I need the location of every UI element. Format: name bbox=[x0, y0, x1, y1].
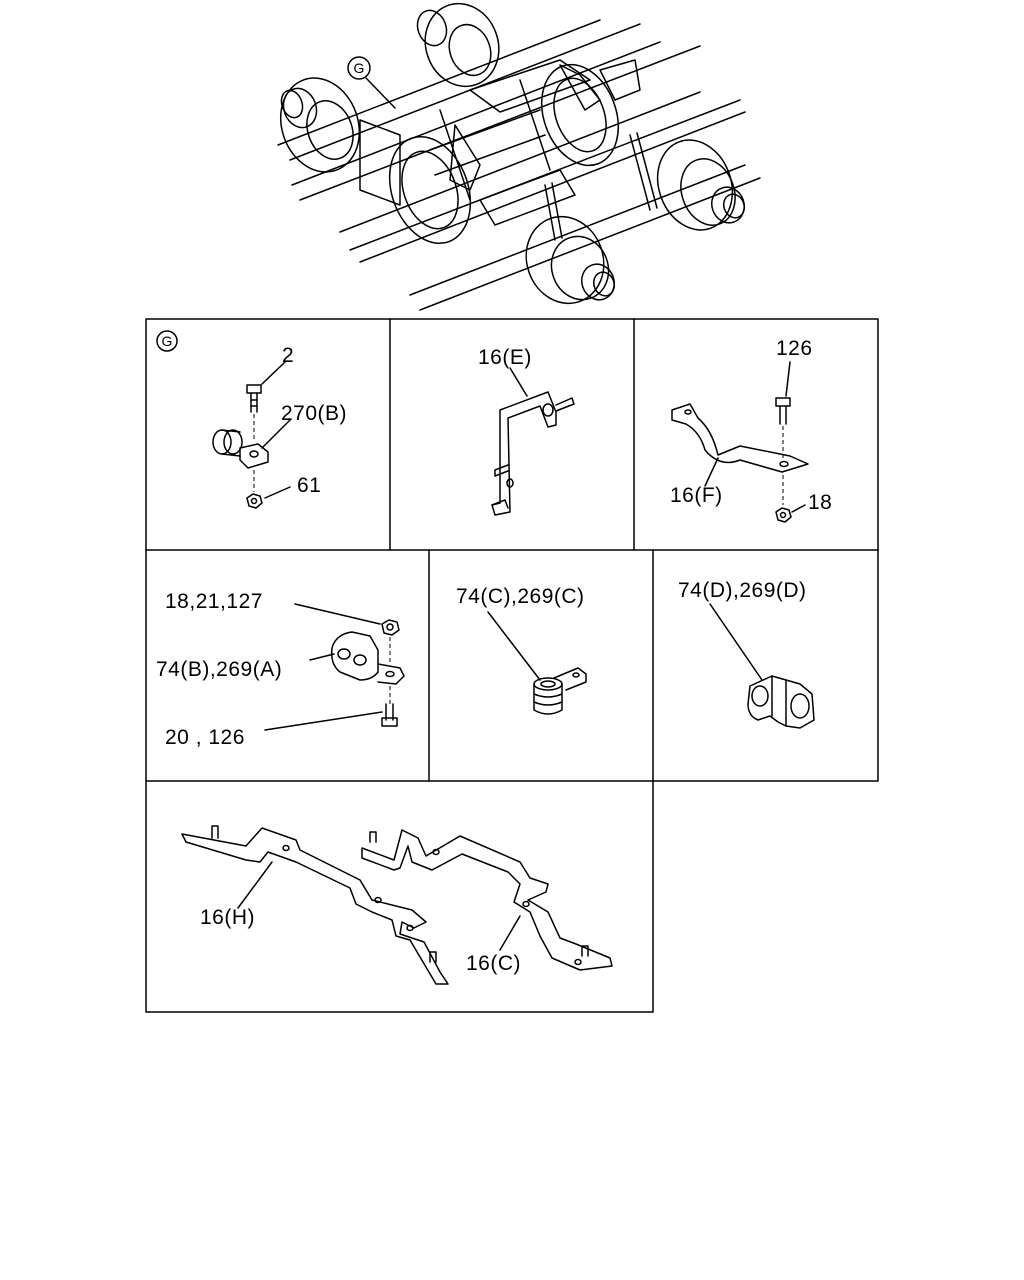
label-74b-269a: 74(B),269(A) bbox=[156, 658, 282, 681]
callout-g-label: G bbox=[354, 60, 365, 76]
panel-f: 126 16(F) 18 bbox=[670, 337, 832, 523]
clamp-c-icon bbox=[533, 667, 587, 715]
panel-d: 74(D),269(D) bbox=[678, 579, 815, 729]
chassis-overview: G bbox=[277, 2, 761, 311]
label-61: 61 bbox=[297, 474, 321, 497]
twin-clamp-icon bbox=[330, 631, 405, 685]
bolt-icon bbox=[246, 384, 262, 413]
label-16f: 16(F) bbox=[670, 484, 723, 507]
bracket-16f-icon bbox=[671, 403, 809, 473]
bracket-16e-icon bbox=[491, 391, 575, 516]
label-18: 18 bbox=[808, 491, 832, 514]
bracket-16h-icon bbox=[181, 825, 449, 985]
panel-grid bbox=[145, 318, 879, 1013]
label-16c: 16(C) bbox=[466, 952, 521, 975]
label-126: 126 bbox=[776, 337, 813, 360]
panel-g: G 2 270(B) 61 bbox=[156, 330, 347, 509]
bolt-icon bbox=[775, 397, 791, 425]
panel-hc: 16(H) 16(C) bbox=[181, 825, 613, 985]
panel-g-tag: G bbox=[162, 333, 173, 349]
panel-c: 74(C),269(C) bbox=[456, 585, 587, 715]
label-18-21-127: 18,21,127 bbox=[165, 590, 263, 613]
label-74c-269c: 74(C),269(C) bbox=[456, 585, 585, 608]
label-270b: 270(B) bbox=[281, 402, 347, 425]
panel-e: 16(E) bbox=[478, 346, 575, 516]
nut-icon bbox=[381, 619, 400, 636]
clamp-d-icon bbox=[747, 675, 815, 729]
label-2: 2 bbox=[282, 344, 294, 367]
bolt-icon bbox=[381, 703, 398, 727]
label-74d-269d: 74(D),269(D) bbox=[678, 579, 807, 602]
bracket-16c-icon bbox=[361, 829, 613, 971]
clamp-icon bbox=[212, 429, 269, 469]
nut-icon bbox=[775, 507, 792, 523]
label-16e: 16(E) bbox=[478, 346, 532, 369]
label-20-126: 20 , 126 bbox=[165, 726, 245, 749]
panel-ab: 18,21,127 74(B),269(A) 20 , 126 bbox=[156, 590, 405, 749]
label-16h: 16(H) bbox=[200, 906, 255, 929]
nut-icon bbox=[246, 493, 263, 509]
